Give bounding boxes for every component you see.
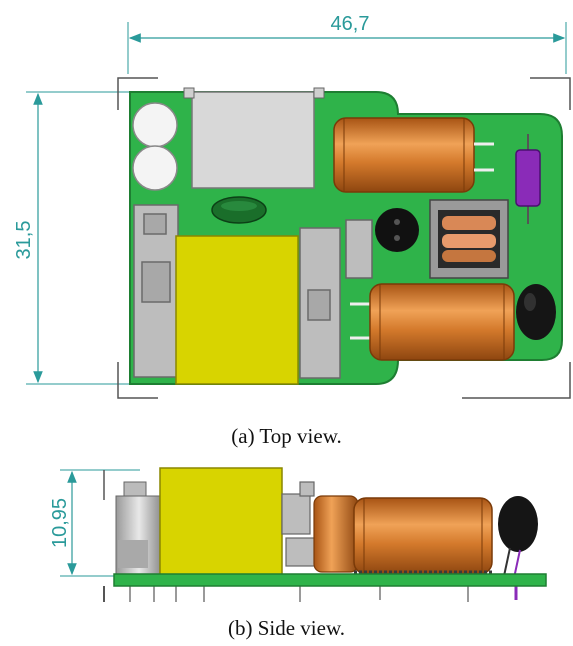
top-view: 46,7 31,5	[13, 13, 571, 399]
small-component	[345, 219, 373, 279]
frame-corners	[117, 77, 571, 399]
connector-block	[183, 87, 325, 189]
black-oval-component	[516, 284, 556, 340]
electrolytic-capacitor-bottom	[350, 283, 515, 361]
caption-side-view: (b) Side view.	[227, 616, 346, 640]
side-view: 10,95	[49, 467, 547, 602]
common-mode-choke	[429, 199, 509, 279]
side-height-dimension: 10,95	[49, 469, 140, 577]
white-capacitors	[132, 102, 178, 191]
side-leads	[103, 586, 469, 602]
black-round-component	[375, 208, 419, 252]
caption-top-view: (a) Top view.	[231, 424, 342, 448]
side-capacitor-back	[313, 495, 359, 573]
transformer	[175, 235, 299, 385]
side-height-label: 10,95	[49, 498, 71, 548]
width-dimension-label: 46,7	[331, 13, 370, 35]
electrolytic-capacitor-top	[333, 117, 494, 193]
side-black-component	[498, 496, 538, 579]
side-capacitor-main	[353, 497, 493, 575]
height-dimension-label: 31,5	[13, 221, 35, 260]
side-metal-capacitors	[115, 481, 163, 577]
pcb-board-side	[113, 573, 547, 587]
transformer-bobbin	[133, 204, 341, 379]
axial-inductor	[515, 134, 541, 224]
width-dimension: 46,7	[127, 13, 567, 74]
side-transformer	[159, 467, 283, 577]
height-dimension: 31,5	[13, 91, 140, 385]
